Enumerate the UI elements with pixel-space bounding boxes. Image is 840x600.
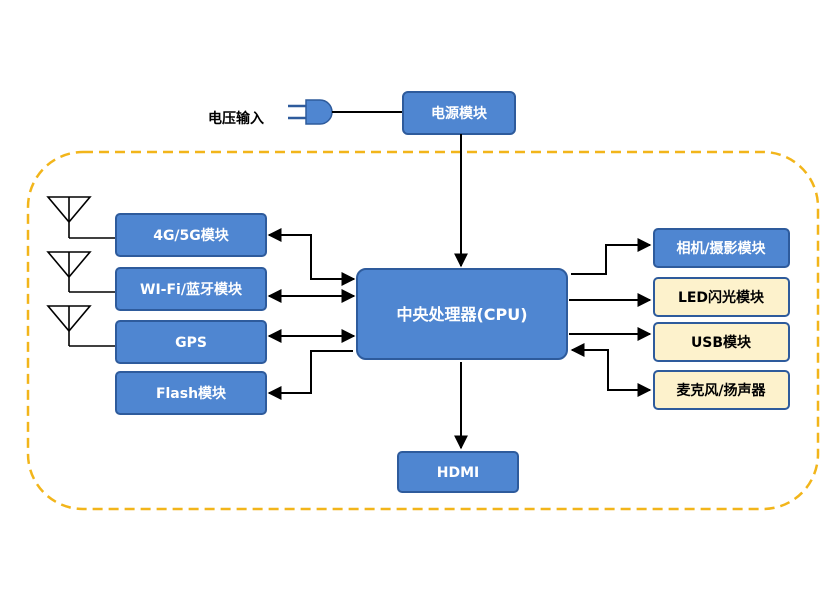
cellular-cpu-connector	[267, 228, 356, 286]
led-flash-module-box[interactable]: LED闪光模块	[653, 277, 790, 317]
wifi-bluetooth-module-box[interactable]: WI-Fi/蓝牙模块	[115, 267, 267, 311]
led-flash-module-label: LED闪光模块	[678, 289, 765, 306]
power-module-label: 电源模块	[431, 105, 488, 122]
antenna-icon	[46, 305, 116, 347]
flash-module-label: Flash模块	[156, 385, 227, 402]
usb-module-box[interactable]: USB模块	[653, 322, 790, 362]
camera-module-label: 相机/摄影模块	[676, 240, 766, 257]
power-plug-icon	[288, 99, 333, 125]
camera-module-box[interactable]: 相机/摄影模块	[653, 228, 790, 268]
wifi-bluetooth-module-label: WI-Fi/蓝牙模块	[140, 281, 243, 298]
flash-module-box[interactable]: Flash模块	[115, 371, 267, 415]
antenna-icon	[46, 251, 116, 293]
antenna-icon	[46, 196, 116, 239]
power-module-box[interactable]: 电源模块	[402, 91, 516, 135]
gps-module-box[interactable]: GPS	[115, 320, 267, 364]
mic-speaker-module-label: 麦克风/扬声器	[676, 382, 766, 399]
usb-module-label: USB模块	[691, 334, 752, 351]
device-boundary	[26, 150, 820, 511]
cpu-box[interactable]: 中央处理器(CPU)	[356, 268, 568, 360]
cpu-mic-speaker-connector	[570, 343, 652, 397]
power-input-label: 电压输入	[208, 110, 264, 127]
gps-module-label: GPS	[175, 335, 207, 351]
mic-speaker-module-box[interactable]: 麦克风/扬声器	[653, 370, 790, 410]
cellular-module-box[interactable]: 4G/5G模块	[115, 213, 267, 257]
cpu-camera-connector	[571, 238, 652, 275]
hdmi-module-label: HDMI	[437, 465, 479, 481]
hdmi-module-box[interactable]: HDMI	[397, 451, 519, 493]
cpu-label: 中央处理器(CPU)	[396, 305, 527, 324]
cpu-flash-connector	[267, 350, 353, 400]
cellular-module-label: 4G/5G模块	[153, 227, 230, 244]
